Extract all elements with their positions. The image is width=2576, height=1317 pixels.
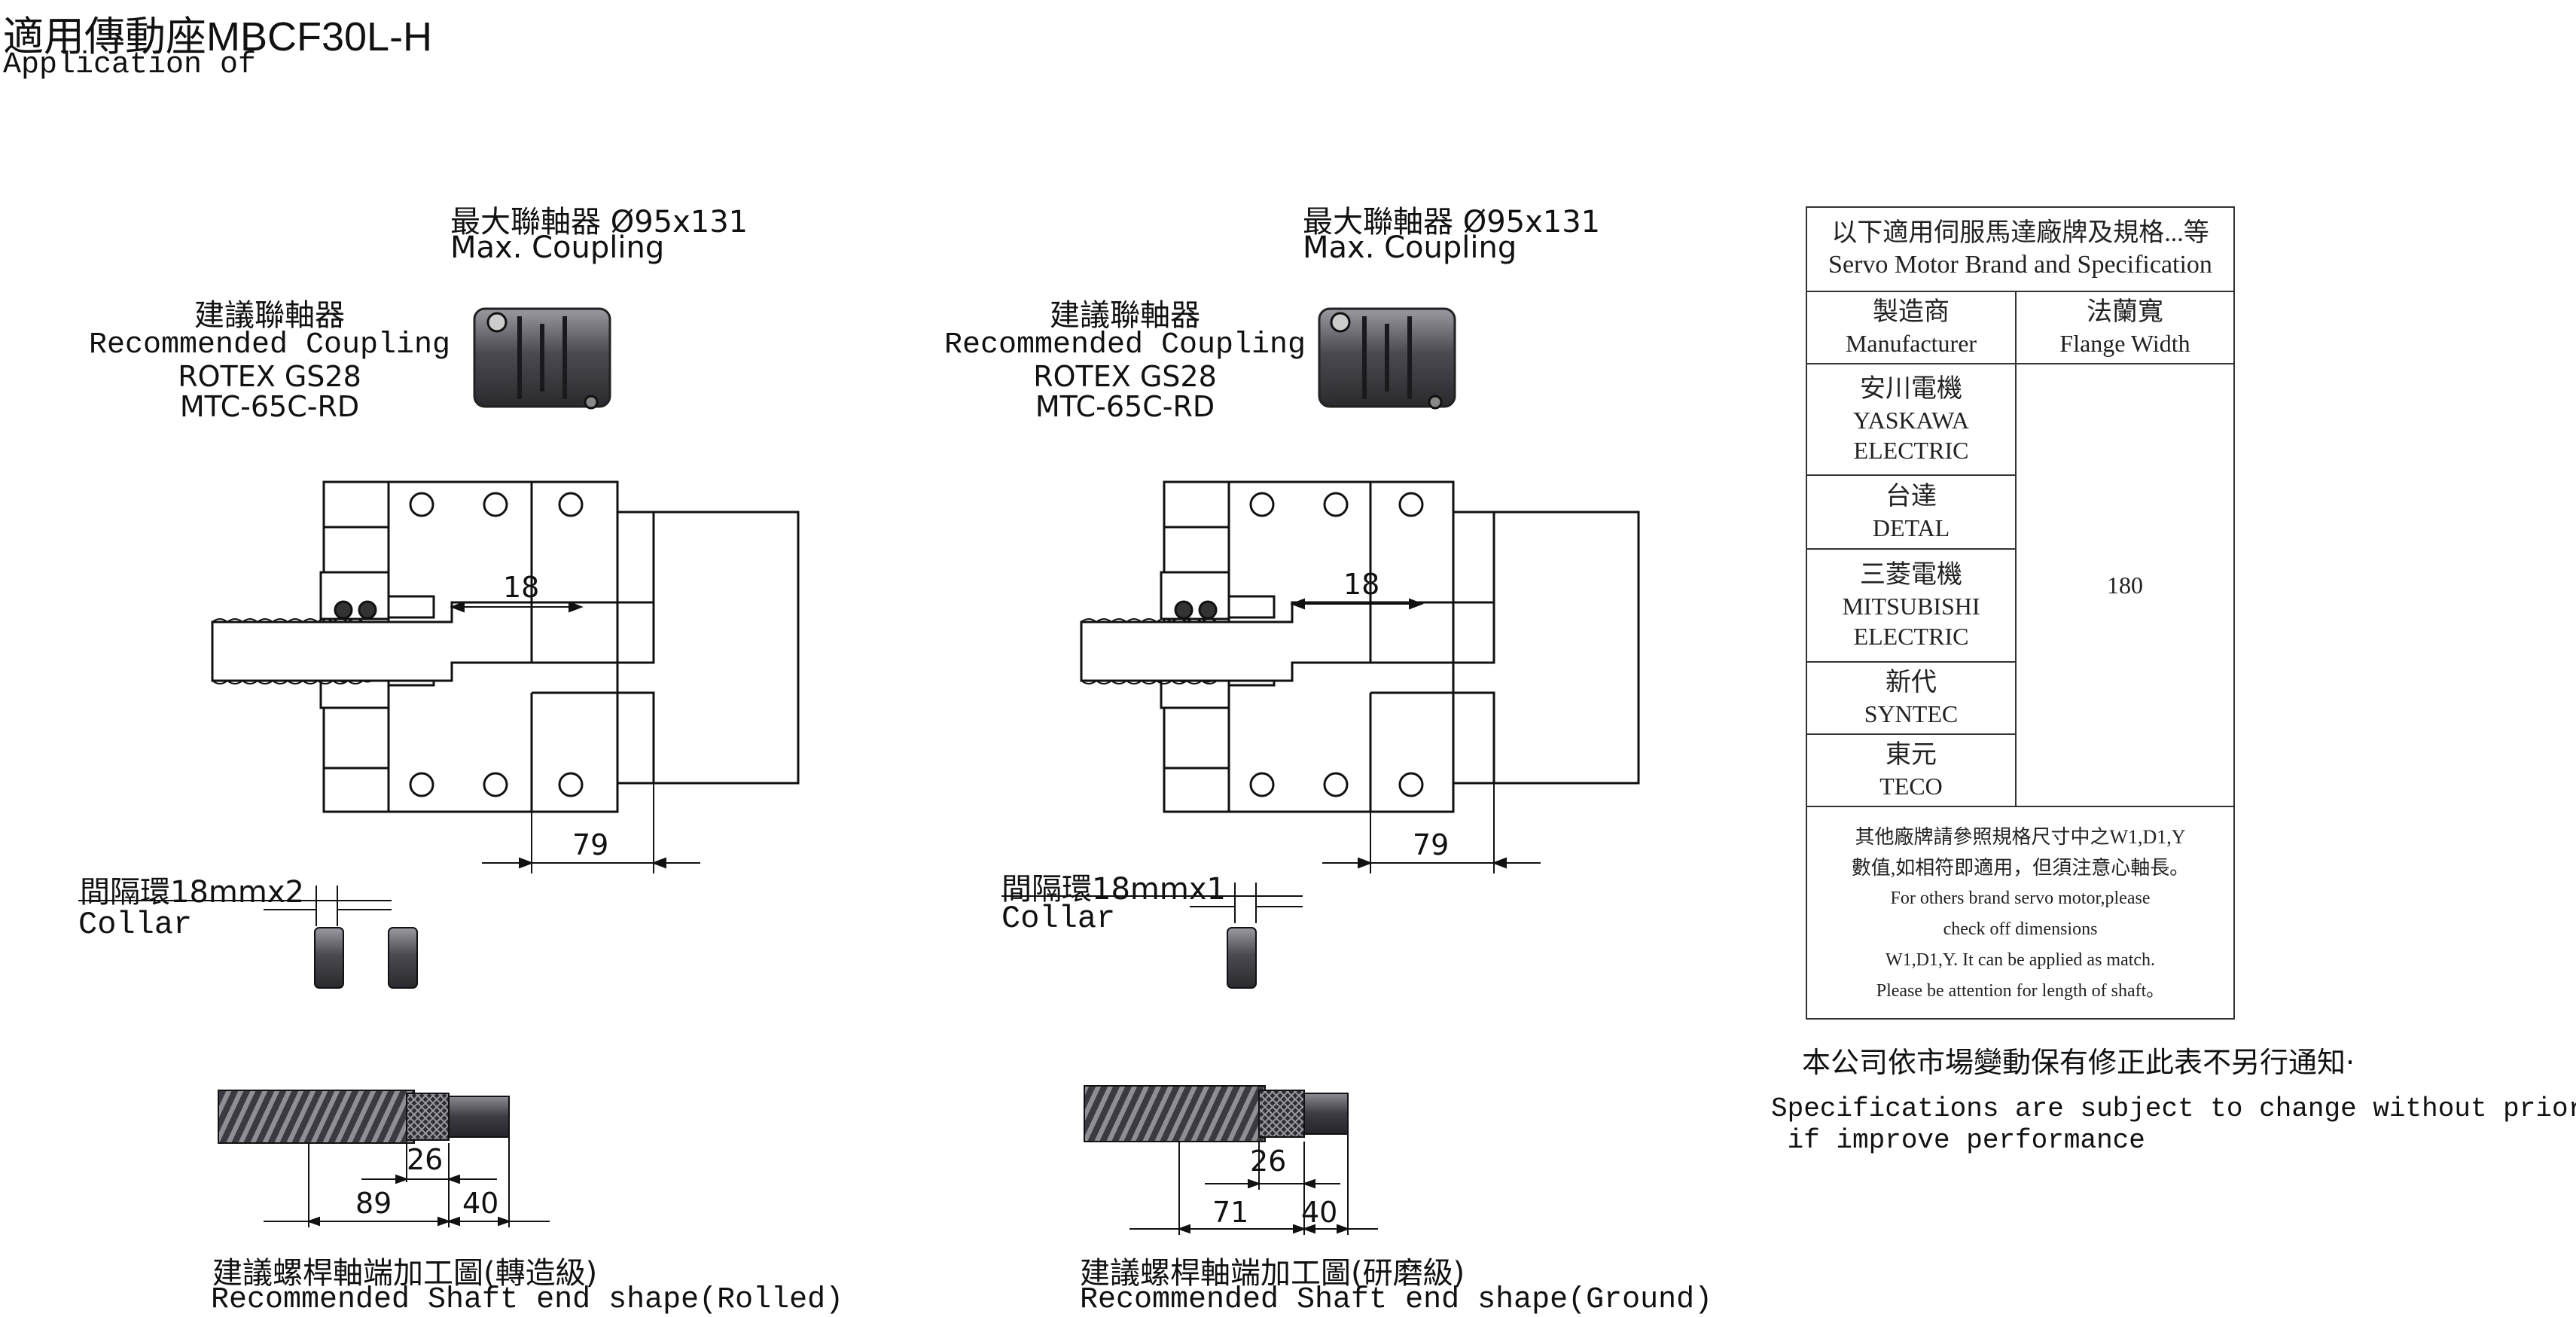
right-shaft-dim-40: 40 xyxy=(1301,1196,1338,1229)
brand-syntec-en: SYNTEC xyxy=(1864,700,1959,728)
note-line: 數值,如相符即適用，但須注意心軸長。 xyxy=(1851,857,2190,879)
brand-yaskawa-en: YASKAWA xyxy=(1853,407,1969,434)
col-flange-zh: 法蘭寬 xyxy=(2087,297,2163,326)
brand-delta-en: DETAL xyxy=(1872,514,1950,542)
left-dim-gap: 18 xyxy=(503,571,540,604)
brand-delta-zh: 台達 xyxy=(1886,482,1937,511)
left-shaft-title-zh: 建議螺桿軸端加工圖(轉造級) xyxy=(212,1256,598,1291)
servo-spec-table: 以下適用伺服馬達廠牌及規格...等 Servo Motor Brand and … xyxy=(1806,206,2235,1020)
left-rec-coupling-zh: 建議聯軸器 xyxy=(194,298,345,333)
left-collar-zh: 間隔環18mmx2 xyxy=(80,875,304,910)
right-shaft-end xyxy=(1084,1085,1378,1235)
page-title: 適用傳動座MBCF30L-H xyxy=(3,14,433,59)
brand-mitsubishi-en2: ELECTRIC xyxy=(1853,623,1969,651)
note-line: 其他廠牌請參照規格尺寸中之W1,D1,Y xyxy=(1855,826,2186,848)
notice-en: Specifications are subject to change wit… xyxy=(1771,1093,2576,1157)
note-line: W1,D1,Y. It can be applied as match. xyxy=(1885,950,2156,970)
col-flange-en: Flange Width xyxy=(2059,330,2190,358)
table-row: 台達 DETAL xyxy=(1807,476,2017,550)
right-rec-coupling-en: Recommended Coupling xyxy=(944,328,1306,362)
right-assembly-drawing xyxy=(1001,307,1640,923)
table-title: 以下適用伺服馬達廠牌及規格...等 Servo Motor Brand and … xyxy=(1807,208,2233,292)
right-shaft-dim-a: 71 xyxy=(1212,1196,1249,1229)
col-header-manufacturer: 製造商 Manufacturer xyxy=(1807,292,2017,364)
left-coupling-image xyxy=(473,307,611,410)
right-coupling-model-1: ROTEX GS28 xyxy=(1033,360,1217,393)
right-shaft-title-en: Recommended Shaft end shape(Ground) xyxy=(1080,1283,1713,1317)
brand-syntec-zh: 新代 xyxy=(1886,668,1937,697)
left-collar-en: Collar xyxy=(78,907,193,943)
note-line: check off dimensions xyxy=(1943,919,2098,939)
brand-yaskawa-en2: ELECTRIC xyxy=(1853,437,1969,465)
table-row: 新代 SYNTEC xyxy=(1807,663,2017,735)
notice-zh: 本公司依市場變動保有修正此表不另行通知· xyxy=(1802,1046,2355,1079)
brand-mitsubishi-en: MITSUBISHI xyxy=(1842,593,1980,620)
right-dim-gap: 18 xyxy=(1343,568,1380,601)
right-collars xyxy=(1227,927,1257,989)
col-manufacturer-zh: 製造商 xyxy=(1873,297,1950,326)
table-row: 三菱電機 MITSUBISHI ELECTRIC xyxy=(1807,550,2017,663)
left-max-coupling-zh: 最大聯軸器 Ø95x131 xyxy=(450,205,748,239)
notice-en-line1: Specifications are subject to change wit… xyxy=(1771,1093,2576,1124)
table-row: 安川電機 YASKAWA ELECTRIC xyxy=(1807,364,2017,476)
right-shaft-dim-26: 26 xyxy=(1250,1145,1287,1178)
note-line: Please be attention for length of shaft。 xyxy=(1876,981,2165,1001)
brand-yaskawa-zh: 安川電機 xyxy=(1860,374,1962,403)
note-line: For others brand servo motor,please xyxy=(1890,889,2151,908)
col-header-flange: 法蘭寬 Flange Width xyxy=(2017,292,2233,364)
brand-teco-en: TECO xyxy=(1879,773,1943,800)
left-coupling-model-2: MTC-65C-RD xyxy=(179,390,360,423)
right-coupling-image xyxy=(1318,307,1456,410)
right-dim-length: 79 xyxy=(1413,828,1450,861)
right-max-coupling-en: Max. Coupling xyxy=(1303,230,1517,265)
left-collars xyxy=(314,927,418,989)
right-collar-zh: 間隔環18mmx1 xyxy=(1001,872,1226,907)
table-note: 其他廠牌請參照規格尺寸中之W1,D1,Y 數值,如相符即適用，但須注意心軸長。 … xyxy=(1807,807,2233,1018)
flange-width-cell: 180 xyxy=(2017,364,2233,807)
flange-width-value: 180 xyxy=(2107,572,2143,599)
right-rec-coupling-zh: 建議聯軸器 xyxy=(1050,298,1200,333)
table-title-zh: 以下適用伺服馬達廠牌及規格...等 xyxy=(1831,218,2209,247)
left-shaft-end xyxy=(218,1090,550,1227)
right-coupling-model-2: MTC-65C-RD xyxy=(1035,390,1215,423)
right-collar-en: Collar xyxy=(1001,901,1116,937)
left-dim-length: 79 xyxy=(572,828,609,861)
brand-mitsubishi-zh: 三菱電機 xyxy=(1860,560,1962,589)
right-shaft-title-zh: 建議螺桿軸端加工圖(研磨級) xyxy=(1080,1256,1465,1291)
left-coupling-model-1: ROTEX GS28 xyxy=(178,360,361,393)
right-max-coupling-zh: 最大聯軸器 Ø95x131 xyxy=(1303,205,1601,239)
left-shaft-title-en: Recommended Shaft end shape(Rolled) xyxy=(211,1283,844,1317)
left-assembly-drawing xyxy=(78,307,800,926)
left-max-coupling-en: Max. Coupling xyxy=(450,230,665,265)
notice-en-line2: if improve performance xyxy=(1771,1125,2145,1156)
left-shaft-dim-26: 26 xyxy=(407,1143,444,1176)
col-manufacturer-en: Manufacturer xyxy=(1845,330,1977,358)
page-subtitle: Application of xyxy=(3,48,257,82)
table-title-en: Servo Motor Brand and Specification xyxy=(1828,251,2212,279)
left-shaft-dim-40: 40 xyxy=(462,1187,499,1220)
brand-teco-zh: 東元 xyxy=(1886,740,1937,769)
left-rec-coupling-en: Recommended Coupling xyxy=(88,328,451,362)
table-row: 東元 TECO xyxy=(1807,735,2017,807)
left-shaft-dim-a: 89 xyxy=(355,1187,392,1220)
